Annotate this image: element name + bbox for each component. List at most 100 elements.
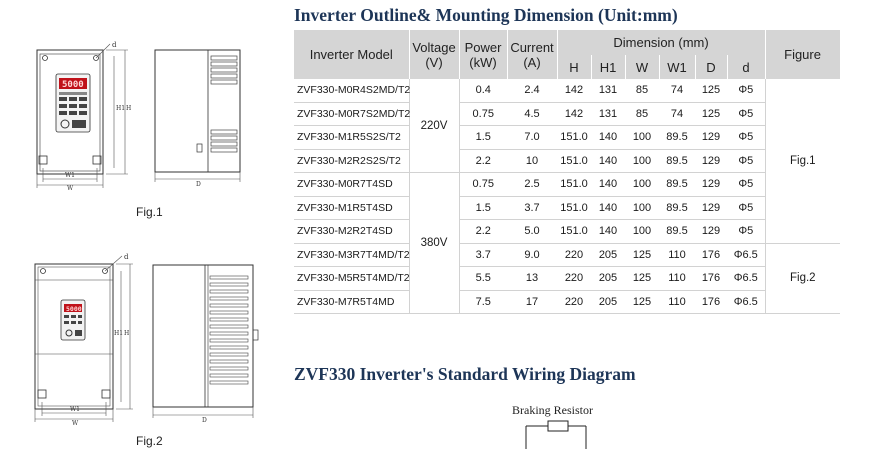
cell-W1: 110: [659, 243, 695, 267]
header-dimension: Dimension (mm): [557, 30, 766, 55]
dimension-table: Inverter Model Voltage (V) Power (kW) Cu…: [294, 30, 841, 314]
cell-W: 100: [625, 172, 659, 197]
svg-text:d: d: [112, 41, 117, 49]
cell-power: 5.5: [458, 266, 507, 291]
header-voltage: Voltage (V): [409, 30, 460, 79]
header-dim-d: d: [727, 55, 766, 79]
cell-H: 151.0: [557, 196, 591, 220]
cell-d: Φ6.5: [727, 266, 766, 291]
table-row: ZVF330-M5R5T4MD/T2 5.5 13 220 205 125 11…: [294, 266, 840, 291]
cell-current: 4.5: [507, 102, 557, 126]
fig2-caption: Fig.2: [136, 434, 163, 448]
cell-d: Φ5: [727, 172, 766, 197]
cell-H1: 140: [591, 172, 625, 197]
cell-model: ZVF330-M2R2S2S/T2: [294, 149, 409, 173]
cell-W1: 74: [659, 102, 695, 126]
svg-text:H: H: [126, 105, 131, 112]
cell-current: 17: [507, 290, 557, 314]
svg-text:H: H: [124, 330, 129, 337]
cell-H1: 205: [591, 243, 625, 267]
cell-H: 142: [557, 102, 591, 126]
cell-power: 0.75: [458, 102, 507, 126]
cell-power: 1.5: [458, 125, 507, 150]
svg-text:W1: W1: [70, 406, 80, 413]
cell-D: 176: [695, 243, 727, 267]
cell-H1: 131: [591, 79, 625, 103]
cell-H1: 140: [591, 196, 625, 220]
cell-W1: 89.5: [659, 172, 695, 197]
cell-d: Φ5: [727, 102, 766, 126]
cell-D: 176: [695, 266, 727, 291]
cell-W: 100: [625, 196, 659, 220]
header-dim-H1: H1: [591, 55, 626, 79]
header-model: Inverter Model: [294, 30, 410, 79]
table-row: ZVF330-M1R5T4SD 1.5 3.7 151.0 140 100 89…: [294, 196, 840, 220]
cell-d: Φ5: [727, 219, 766, 244]
cell-W: 100: [625, 219, 659, 244]
header-dim-D: D: [695, 55, 728, 79]
cell-power: 0.75: [458, 172, 507, 197]
cell-D: 129: [695, 149, 727, 173]
cell-model: ZVF330-M1R5S2S/T2: [294, 125, 409, 150]
cell-H: 151.0: [557, 172, 591, 197]
svg-text:D: D: [202, 417, 207, 424]
cell-d: Φ5: [727, 196, 766, 220]
cell-power: 3.7: [458, 243, 507, 267]
cell-current: 2.4: [507, 79, 557, 103]
cell-H1: 140: [591, 149, 625, 173]
fig1-side-drawing: D: [154, 49, 241, 188]
cell-current: 10: [507, 149, 557, 173]
table-row: ZVF330-M0R7S2MD/T2 0.75 4.5 142 131 85 7…: [294, 102, 840, 126]
cell-H1: 140: [591, 219, 625, 244]
cell-H: 220: [557, 243, 591, 267]
cell-figure: Fig.1: [764, 79, 841, 244]
cell-D: 129: [695, 125, 727, 150]
cell-H: 151.0: [557, 149, 591, 173]
table-row: ZVF330-M7R5T4MD 7.5 17 220 205 125 110 1…: [294, 290, 840, 314]
cell-current: 9.0: [507, 243, 557, 267]
cell-W1: 89.5: [659, 125, 695, 150]
cell-model: ZVF330-M1R5T4SD: [294, 196, 409, 220]
header-power: Power (kW): [459, 30, 508, 79]
cell-d: Φ6.5: [727, 290, 766, 314]
cell-H: 151.0: [557, 219, 591, 244]
table-row: ZVF330-M0R4S2MD/T2 220V 0.4 2.4 142 131 …: [294, 79, 841, 244]
cell-W: 85: [625, 79, 659, 103]
fig2-side-drawing: D: [152, 264, 259, 424]
header-dim-W1: W1: [659, 55, 696, 79]
header-current: Current (A): [507, 30, 558, 79]
braking-resistor-label: Braking Resistor: [512, 403, 593, 417]
table-row: ZVF330-M1R5S2S/T2 1.5 7.0 151.0 140 100 …: [294, 125, 840, 150]
svg-text:d: d: [124, 253, 129, 261]
wiring-title: ZVF330 Inverter's Standard Wiring Diagra…: [294, 364, 636, 384]
cell-W1: 74: [659, 79, 695, 103]
cell-d: Φ5: [727, 125, 766, 150]
svg-text:W1: W1: [65, 172, 75, 179]
fig1-front-drawing: 5000 d H1 H W1 W: [36, 41, 131, 192]
cell-power: 1.5: [458, 196, 507, 220]
cell-power: 7.5: [458, 290, 507, 314]
cell-D: 176: [695, 290, 727, 314]
cell-D: 129: [695, 196, 727, 220]
cell-H1: 140: [591, 125, 625, 150]
cell-H: 142: [557, 79, 591, 103]
cell-W: 85: [625, 102, 659, 126]
table-row: ZVF330-M2R2S2S/T2 2.2 10 151.0 140 100 8…: [294, 149, 840, 173]
cell-power: 2.2: [458, 149, 507, 173]
header-dim-W: W: [625, 55, 660, 79]
cell-H1: 205: [591, 266, 625, 291]
cell-W: 125: [625, 290, 659, 314]
table-row: ZVF330-M2R2T4SD 2.2 5.0 151.0 140 100 89…: [294, 219, 840, 244]
table-row: ZVF330-M0R7T4SD 380V 0.75 2.5 151.0 140 …: [294, 172, 840, 314]
cell-H1: 205: [591, 290, 625, 314]
cell-D: 125: [695, 79, 727, 103]
cell-power: 2.2: [458, 219, 507, 244]
fig2-front-drawing: 5000 d H1 H W1 W: [34, 253, 133, 427]
cell-D: 129: [695, 219, 727, 244]
cell-H1: 131: [591, 102, 625, 126]
cell-current: 2.5: [507, 172, 557, 197]
cell-voltage: 220V: [408, 79, 459, 173]
cell-power: 0.4: [458, 79, 507, 103]
page-title: Inverter Outline& Mounting Dimension (Un…: [294, 5, 678, 25]
table-row: ZVF330-M3R7T4MD/T2 3.7 9.0 220 205 125 1…: [294, 243, 841, 314]
